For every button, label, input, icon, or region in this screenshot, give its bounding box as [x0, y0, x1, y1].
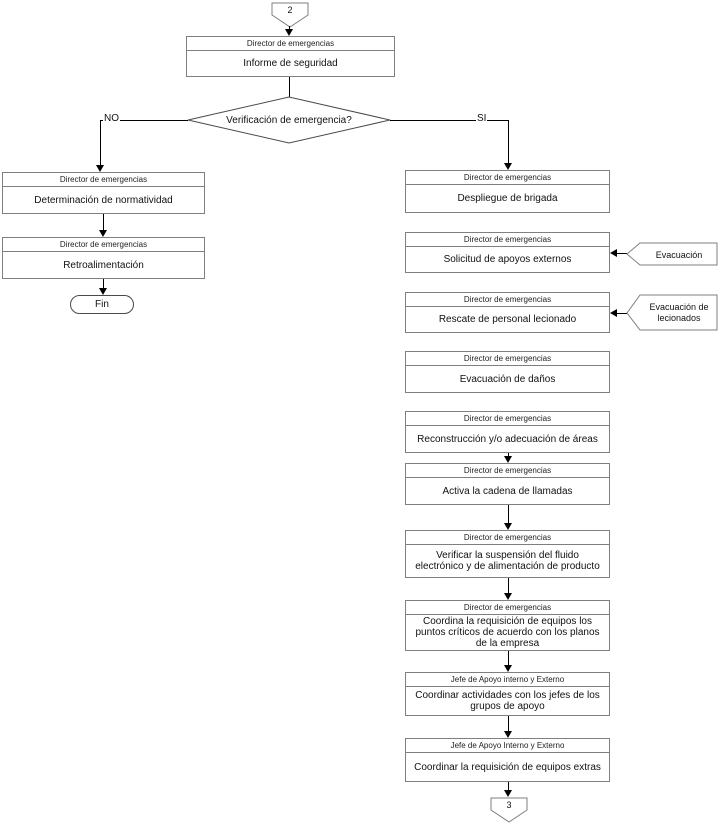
- role-label: Director de emergencias: [406, 464, 609, 478]
- offpage-connector-top-shape: [271, 2, 309, 28]
- role-label: Director de emergencias: [406, 293, 609, 307]
- connector-line: [617, 313, 627, 314]
- process-box-determinacion: Director de emergencias Determinación de…: [2, 172, 205, 214]
- process-box-coordinar-extras: Jefe de Apoyo Interno y Externo Coordina…: [405, 738, 610, 782]
- arrowhead-left-icon: [610, 249, 617, 257]
- connector-line: [100, 120, 188, 121]
- action-label: Reconstrucción y/o adecuación de áreas: [417, 433, 598, 445]
- role-label: Jefe de Apoyo Interno y Externo: [406, 739, 609, 753]
- connector-line: [289, 26, 290, 30]
- connector-line: [508, 120, 509, 164]
- role-label: Director de emergencias: [406, 352, 609, 366]
- arrowhead-down-icon: [504, 790, 512, 797]
- connector-line: [390, 120, 508, 121]
- role-label: Director de emergencias: [406, 601, 609, 615]
- process-box-solicitud: Director de emergencias Solicitud de apo…: [405, 232, 610, 273]
- arrowhead-down-icon: [504, 456, 512, 463]
- process-box-retroalimentacion: Director de emergencias Retroalimentació…: [2, 237, 205, 279]
- role-label: Director de emergencias: [406, 531, 609, 545]
- process-box-coordina-requisicion: Director de emergencias Coordina la requ…: [405, 600, 610, 651]
- offpage-connector-bottom-label: 3: [506, 799, 512, 810]
- connector-line: [103, 214, 104, 231]
- action-label: Coordinar actividades con los jefes de l…: [415, 690, 600, 712]
- annotation-evacuacion-lecionados-label: Evacuación de lecionados: [649, 302, 709, 323]
- connector-line: [508, 578, 509, 593]
- connector-line: [508, 716, 509, 731]
- action-label: Activa la cadena de llamadas: [442, 485, 573, 497]
- annotation-evacuacion-label: Evacuación: [655, 249, 703, 260]
- arrowhead-down-icon: [504, 523, 512, 530]
- arrowhead-down-icon: [285, 29, 293, 36]
- role-label: Director de emergencias: [406, 412, 609, 426]
- connector-line: [508, 453, 509, 457]
- process-box-coordinar-actividades: Jefe de Apoyo interno y Externo Coordina…: [405, 672, 610, 716]
- action-label: Verificar la suspensión del fluido elect…: [415, 550, 600, 572]
- annotation-evacuacion-lecionados-shape: [626, 294, 718, 331]
- arrowhead-down-icon: [504, 731, 512, 738]
- action-label: Solicitud de apoyos externos: [443, 254, 572, 265]
- terminator-fin: Fin: [70, 295, 134, 314]
- arrowhead-down-icon: [99, 288, 107, 295]
- connector-line: [103, 279, 104, 289]
- branch-yes-label: SI: [476, 113, 488, 124]
- arrowhead-down-icon: [504, 163, 512, 170]
- action-label: Retroalimentación: [63, 259, 144, 271]
- role-label: Director de emergencias: [406, 171, 609, 185]
- arrowhead-down-icon: [504, 593, 512, 600]
- process-box-despliegue: Director de emergencias Despliegue de br…: [405, 170, 610, 213]
- decision-question-label: Verificación de emergencia?: [226, 114, 352, 126]
- arrowhead-down-icon: [96, 165, 104, 172]
- process-box-evacuacion-danos: Director de emergencias Evacuación de da…: [405, 351, 610, 393]
- process-box-rescate: Director de emergencias Rescate de perso…: [405, 292, 610, 333]
- branch-no-label: NO: [103, 113, 120, 124]
- connector-line: [508, 505, 509, 523]
- action-label: Informe de seguridad: [243, 58, 338, 69]
- role-label: Director de emergencias: [187, 37, 394, 51]
- role-label: Director de emergencias: [3, 173, 204, 187]
- connector-line: [617, 253, 627, 254]
- annotation-evacuacion-shape: [626, 242, 718, 266]
- offpage-connector-bottom-shape: [490, 797, 528, 823]
- action-label: Coordinar la requisición de equipos extr…: [414, 761, 601, 773]
- arrowhead-down-icon: [99, 230, 107, 237]
- action-label: Evacuación de daños: [459, 373, 556, 385]
- arrowhead-down-icon: [504, 665, 512, 672]
- process-box-informe: Director de emergencias Informe de segur…: [186, 36, 395, 77]
- arrowhead-left-icon: [610, 309, 617, 317]
- connector-line: [508, 651, 509, 665]
- process-box-verificar: Director de emergencias Verificar la sus…: [405, 530, 610, 578]
- action-label: Determinación de normatividad: [34, 194, 173, 206]
- connector-line: [100, 120, 101, 165]
- connector-line: [289, 77, 290, 97]
- action-label: Rescate de personal lecionado: [438, 314, 577, 325]
- process-box-activa-cadena: Director de emergencias Activa la cadena…: [405, 463, 610, 505]
- connector-line: [508, 782, 509, 790]
- offpage-connector-top-label: 2: [287, 4, 293, 15]
- role-label: Director de emergencias: [406, 233, 609, 247]
- process-box-reconstruccion: Director de emergencias Reconstrucción y…: [405, 411, 610, 453]
- action-label: Coordina la requisición de equipos los p…: [415, 616, 600, 649]
- role-label: Jefe de Apoyo interno y Externo: [406, 673, 609, 687]
- role-label: Director de emergencias: [3, 238, 204, 252]
- action-label: Despliegue de brigada: [457, 193, 558, 204]
